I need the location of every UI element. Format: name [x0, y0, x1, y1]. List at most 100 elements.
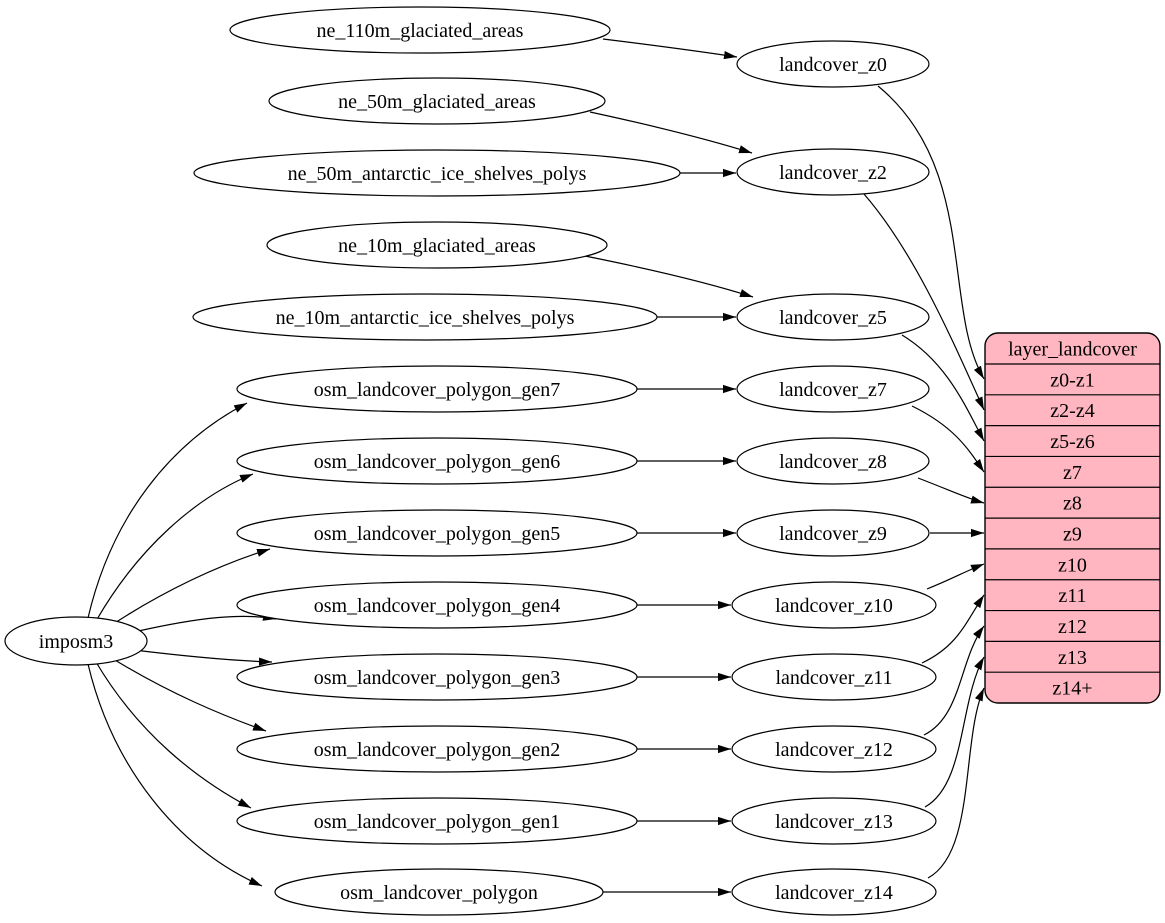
edge-imposm3-to-osm_landcover_polygon_gen1 — [95, 661, 252, 809]
node-shape-ne_10m_antarctic_ice_shelves_polys — [192, 293, 658, 341]
zoom-table-node-landcover_z13: landcover_z13 — [731, 797, 937, 845]
source-table-node-ne_110m_glaciated_areas: ne_110m_glaciated_areas — [229, 6, 611, 54]
node-label-ne_50m_glaciated_areas: ne_50m_glaciated_areas — [338, 91, 536, 113]
node-label-landcover_z12: landcover_z12 — [775, 739, 893, 761]
source-table-node-osm_landcover_polygon_gen3: osm_landcover_polygon_gen3 — [236, 653, 638, 701]
record-row-z9: z9 — [1063, 524, 1082, 546]
node-shape-ne_110m_glaciated_areas — [229, 6, 611, 54]
node-label-ne_110m_glaciated_areas: ne_110m_glaciated_areas — [317, 20, 524, 42]
record-row-z14+: z14+ — [1052, 678, 1092, 700]
record-row-z8: z8 — [1063, 493, 1082, 515]
zoom-table-node-landcover_z9: landcover_z9 — [736, 509, 930, 557]
node-shape-landcover_z7 — [736, 365, 930, 413]
node-label-ne_10m_glaciated_areas: ne_10m_glaciated_areas — [338, 235, 536, 257]
node-shape-osm_landcover_polygon_gen3 — [236, 653, 638, 701]
node-label-osm_landcover_polygon_gen3: osm_landcover_polygon_gen3 — [314, 667, 561, 689]
edge-landcover_z10-to-layer_landcover-z10 — [926, 563, 985, 590]
edge-ne_110m_glaciated_areas-to-landcover_z0 — [602, 38, 738, 60]
edge-imposm3-to-osm_landcover_polygon_gen6 — [95, 473, 254, 622]
source-table-node-ne_10m_glaciated_areas: ne_10m_glaciated_areas — [266, 221, 608, 269]
node-shape-osm_landcover_polygon_gen4 — [236, 581, 638, 629]
source-table-node-ne_50m_glaciated_areas: ne_50m_glaciated_areas — [268, 77, 606, 125]
record-row-z7: z7 — [1063, 462, 1082, 484]
zoom-table-node-landcover_z2: landcover_z2 — [736, 148, 930, 196]
record-row-z2-z4: z2-z4 — [1050, 400, 1094, 422]
edge-landcover_z12-to-layer_landcover-z12 — [923, 625, 985, 736]
source-table-node-osm_landcover_polygon: osm_landcover_polygon — [274, 868, 604, 916]
edge-imposm3-to-osm_landcover_polygon_gen3 — [133, 649, 273, 666]
record-row-z12: z12 — [1058, 616, 1087, 638]
node-label-osm_landcover_polygon_gen2: osm_landcover_polygon_gen2 — [314, 739, 561, 761]
zoom-table-node-landcover_z8: landcover_z8 — [736, 437, 930, 485]
node-shape-osm_landcover_polygon_gen5 — [236, 509, 638, 557]
record-title: layer_landcover — [1008, 339, 1137, 361]
node-shape-ne_50m_antarctic_ice_shelves_polys — [193, 149, 681, 197]
edge-imposm3-to-osm_landcover_polygon_gen4 — [133, 612, 277, 633]
zoom-table-node-landcover_z0: landcover_z0 — [736, 40, 930, 88]
zoom-table-node-landcover_z12: landcover_z12 — [731, 725, 937, 773]
record-row-z10: z10 — [1058, 554, 1087, 576]
edge-landcover_z13-to-layer_landcover-z13 — [924, 656, 985, 808]
source-table-node-osm_landcover_polygon_gen4: osm_landcover_polygon_gen4 — [236, 581, 638, 629]
node-shape-osm_landcover_polygon_gen1 — [236, 797, 638, 845]
node-shape-landcover_z11 — [731, 653, 937, 701]
node-shape-landcover_z5 — [736, 293, 930, 341]
record-node-layer: layer_landcover z0-z1 z2-z4 z5-z6 z7 z8 z9 z10 z… — [984, 332, 1161, 704]
node-shape-osm_landcover_polygon_gen7 — [236, 365, 638, 413]
node-shape-landcover_z2 — [736, 148, 930, 196]
node-label-osm_landcover_polygon_gen1: osm_landcover_polygon_gen1 — [314, 811, 561, 833]
edge-landcover_z2-to-layer_landcover-z2-z4 — [863, 193, 985, 411]
edge-imposm3-to-osm_landcover_polygon_gen7 — [87, 402, 248, 619]
nodes-layer: imposm3 ne_110m_glaciated_areas ne_50m_gla… — [4, 6, 937, 916]
node-label-landcover_z11: landcover_z11 — [776, 667, 893, 689]
node-shape-imposm3 — [4, 616, 148, 666]
node-label-landcover_z10: landcover_z10 — [775, 595, 893, 617]
edge-imposm3-to-osm_landcover_polygon_gen2 — [109, 656, 267, 732]
node-label-landcover_z2: landcover_z2 — [779, 162, 887, 184]
node-shape-osm_landcover_polygon — [274, 868, 604, 916]
node-label-landcover_z8: landcover_z8 — [779, 451, 887, 473]
node-shape-landcover_z14 — [731, 868, 937, 916]
source-table-node-ne_50m_antarctic_ice_shelves_polys: ne_50m_antarctic_ice_shelves_polys — [193, 149, 681, 197]
edge-landcover_z7-to-layer_landcover-z7 — [911, 405, 985, 473]
node-shape-landcover_z13 — [731, 797, 937, 845]
edge-ne_50m_glaciated_areas-to-landcover_z2 — [589, 111, 753, 154]
node-label-landcover_z7: landcover_z7 — [779, 379, 887, 401]
edge-ne_10m_glaciated_areas-to-landcover_z5 — [584, 255, 754, 298]
source-table-node-osm_landcover_polygon_gen2: osm_landcover_polygon_gen2 — [236, 725, 638, 773]
edge-landcover_z11-to-layer_landcover-z11 — [921, 594, 985, 664]
source-table-node-ne_10m_antarctic_ice_shelves_polys: ne_10m_antarctic_ice_shelves_polys — [192, 293, 658, 341]
node-label-osm_landcover_polygon_gen7: osm_landcover_polygon_gen7 — [314, 379, 561, 401]
record-row-z13: z13 — [1058, 647, 1087, 669]
node-label-osm_landcover_polygon_gen5: osm_landcover_polygon_gen5 — [314, 523, 561, 545]
edge-imposm3-to-osm_landcover_polygon_gen5 — [109, 548, 271, 627]
zoom-table-node-landcover_z14: landcover_z14 — [731, 868, 937, 916]
edge-imposm3-to-osm_landcover_polygon — [87, 663, 263, 887]
node-shape-ne_10m_glaciated_areas — [266, 221, 608, 269]
node-label-landcover_z0: landcover_z0 — [779, 54, 887, 76]
zoom-table-node-landcover_z7: landcover_z7 — [736, 365, 930, 413]
node-label-landcover_z5: landcover_z5 — [779, 307, 887, 329]
edge-landcover_z14-to-layer_landcover-z14+ — [927, 687, 985, 879]
node-label-landcover_z14: landcover_z14 — [775, 882, 893, 904]
record-row-z5-z6: z5-z6 — [1050, 431, 1094, 453]
zoom-table-node-landcover_z11: landcover_z11 — [731, 653, 937, 701]
node-label-ne_50m_antarctic_ice_shelves_polys: ne_50m_antarctic_ice_shelves_polys — [288, 163, 587, 185]
node-label-osm_landcover_polygon_gen4: osm_landcover_polygon_gen4 — [314, 595, 561, 617]
importer-node-imposm3: imposm3 — [4, 616, 148, 666]
node-shape-osm_landcover_polygon_gen2 — [236, 725, 638, 773]
source-table-node-osm_landcover_polygon_gen6: osm_landcover_polygon_gen6 — [236, 437, 638, 485]
edge-landcover_z8-to-layer_landcover-z8 — [917, 477, 985, 504]
record-row-z0-z1: z0-z1 — [1050, 369, 1094, 391]
node-shape-landcover_z12 — [731, 725, 937, 773]
source-table-node-osm_landcover_polygon_gen1: osm_landcover_polygon_gen1 — [236, 797, 638, 845]
node-label-osm_landcover_polygon_gen6: osm_landcover_polygon_gen6 — [314, 451, 561, 473]
node-label-osm_landcover_polygon: osm_landcover_polygon — [340, 882, 538, 904]
node-shape-osm_landcover_polygon_gen6 — [236, 437, 638, 485]
record-row-z11: z11 — [1058, 585, 1086, 607]
zoom-table-node-landcover_z10: landcover_z10 — [731, 581, 937, 629]
zoom-table-node-landcover_z5: landcover_z5 — [736, 293, 930, 341]
source-table-node-osm_landcover_polygon_gen5: osm_landcover_polygon_gen5 — [236, 509, 638, 557]
node-label-landcover_z13: landcover_z13 — [775, 811, 893, 833]
